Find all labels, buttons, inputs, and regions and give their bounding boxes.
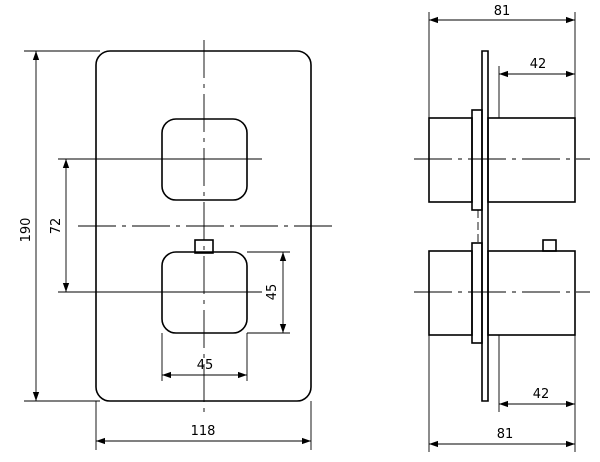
- dimension-45-width: 45: [161, 333, 248, 381]
- dimension-81-top-label: 81: [494, 4, 511, 19]
- dimension-190-label: 190: [19, 218, 34, 243]
- dimension-118-label: 118: [191, 424, 216, 439]
- side-view: 81 42 42 81: [414, 4, 590, 452]
- upper-flange: [471, 109, 483, 211]
- side-plate-outline: [481, 50, 489, 402]
- dimension-72: 72: [49, 159, 70, 292]
- dimension-81-bottom-label: 81: [497, 427, 514, 442]
- dimension-45-height-label: 45: [265, 284, 280, 301]
- side-stop-button: [542, 239, 557, 252]
- dimension-42-top: 42: [498, 57, 575, 118]
- dimension-118: 118: [95, 401, 312, 450]
- lower-rear-body: [428, 250, 473, 336]
- dimension-72-label: 72: [49, 218, 64, 235]
- lower-knob-side: [487, 250, 576, 336]
- lower-knob-outline: [161, 251, 248, 334]
- front-view: 190 72 45 45 118: [19, 40, 332, 450]
- dimension-42-bottom: 42: [498, 335, 576, 412]
- dimension-81-bottom: 81: [428, 335, 576, 452]
- dimension-42-bottom-label: 42: [533, 387, 550, 402]
- dimension-45-height: 45: [247, 251, 290, 334]
- dimension-45-width-label: 45: [197, 358, 214, 373]
- upper-knob-side: [487, 117, 576, 203]
- lower-flange: [471, 242, 483, 344]
- dimension-190: 190: [19, 50, 100, 402]
- dimension-81-top: 81: [428, 4, 576, 118]
- upper-knob-outline: [161, 118, 248, 201]
- dimension-42-top-label: 42: [530, 57, 547, 72]
- upper-rear-body: [428, 117, 473, 203]
